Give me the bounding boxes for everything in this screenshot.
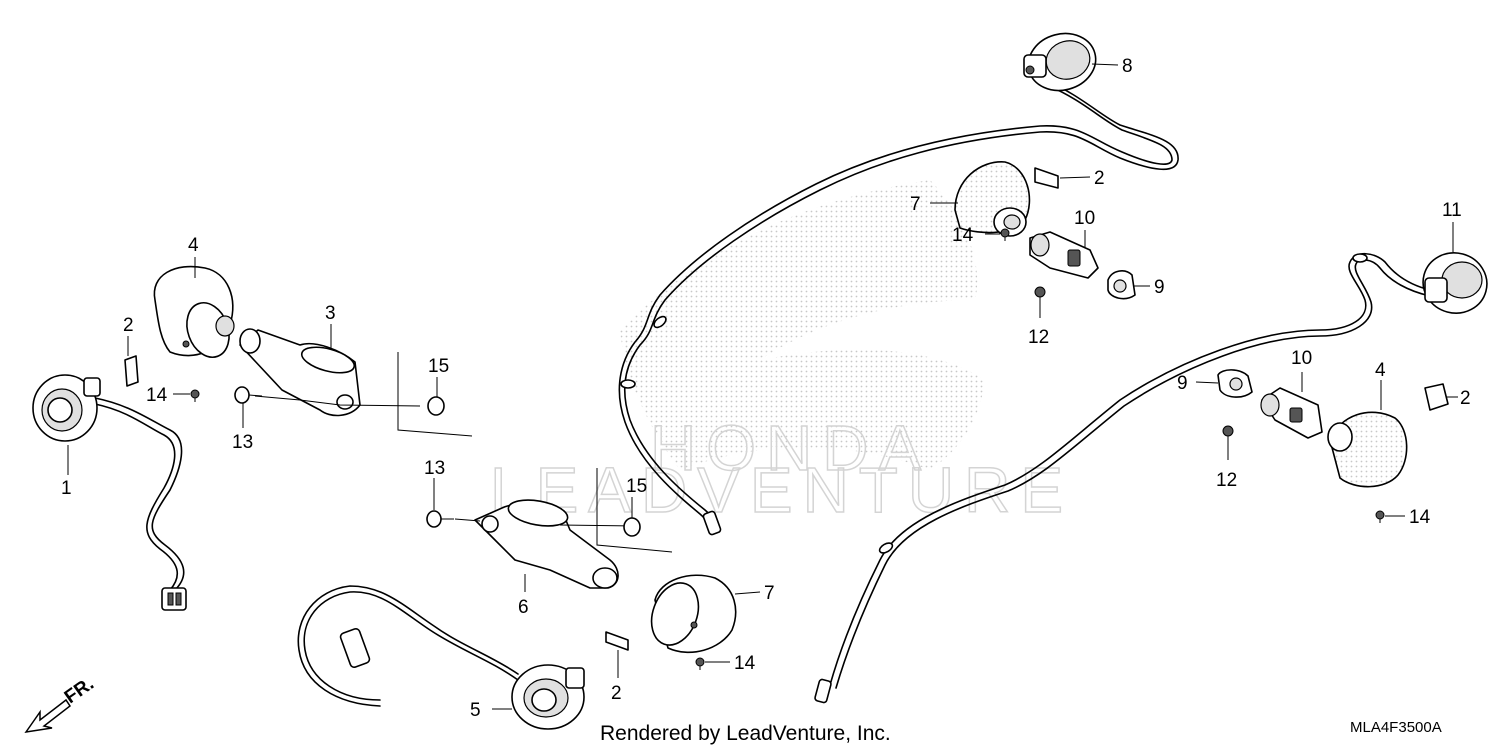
callout-9: 9 bbox=[1177, 373, 1188, 394]
harness-connector bbox=[814, 678, 832, 704]
front-direction-indicator: FR. bbox=[24, 673, 98, 734]
callout-1: 1 bbox=[61, 478, 72, 499]
callout-4: 4 bbox=[1375, 360, 1386, 381]
part-6-mount-stay bbox=[454, 499, 641, 589]
callout-14: 14 bbox=[1409, 507, 1431, 528]
part-7-lens-cap-upper bbox=[954, 161, 1031, 237]
part-10-bulb-socket-right bbox=[1260, 387, 1323, 439]
part-3-mount-stay bbox=[239, 328, 421, 417]
callout-7: 7 bbox=[764, 583, 775, 604]
screw-13 bbox=[234, 386, 263, 404]
harness-clip bbox=[653, 315, 667, 329]
callout-15: 15 bbox=[428, 356, 449, 377]
callout-2: 2 bbox=[1094, 168, 1105, 189]
callout-12: 12 bbox=[1028, 327, 1049, 348]
part-4-lens-cap-left bbox=[153, 265, 235, 358]
screw-15 bbox=[623, 517, 641, 537]
part-2-clip-center bbox=[605, 631, 629, 651]
rendered-by-credit: Rendered by LeadVenture, Inc. bbox=[600, 722, 891, 745]
part-2-clip-right bbox=[1424, 383, 1449, 411]
harness-clip bbox=[878, 542, 894, 554]
leader-lines bbox=[67, 63, 1458, 710]
callout-14: 14 bbox=[146, 385, 168, 406]
callout-2: 2 bbox=[1460, 388, 1471, 409]
callout-10: 10 bbox=[1291, 348, 1312, 369]
center-harness bbox=[618, 79, 1179, 536]
part-9-clip-upper bbox=[1107, 270, 1136, 300]
callout-6: 6 bbox=[518, 597, 529, 618]
screw-14 bbox=[695, 657, 705, 670]
callout-14: 14 bbox=[734, 653, 756, 674]
part-11-socket-housing bbox=[1422, 252, 1488, 314]
part-2-clip-left bbox=[124, 355, 139, 387]
watermark-company: LEADVENTURE bbox=[490, 454, 1073, 526]
callout-11: 11 bbox=[1442, 200, 1462, 221]
callout-8: 8 bbox=[1122, 56, 1133, 77]
right-harness bbox=[814, 252, 1431, 704]
part-7-lens-cap-center bbox=[650, 574, 737, 654]
screw-14 bbox=[1000, 228, 1010, 241]
part-5-socket-harness bbox=[297, 585, 585, 730]
callout-13: 13 bbox=[232, 432, 253, 453]
bracket-lines bbox=[397, 352, 673, 553]
screw-12 bbox=[1034, 286, 1046, 318]
part-2-clip-upper bbox=[1034, 167, 1059, 189]
screw-12 bbox=[1222, 425, 1234, 460]
diagram-code: MLA4F3500A bbox=[1350, 719, 1442, 736]
callout-9: 9 bbox=[1154, 277, 1165, 298]
part-10-bulb-socket-upper bbox=[1029, 231, 1099, 279]
callout-2: 2 bbox=[123, 315, 134, 336]
screw-14 bbox=[1375, 510, 1385, 523]
part-9-clip-right bbox=[1217, 369, 1253, 398]
screw-15 bbox=[427, 396, 445, 416]
harness-connector bbox=[702, 510, 722, 536]
callout-14: 14 bbox=[952, 225, 974, 246]
watermark: HONDA LEADVENTURE bbox=[489, 180, 1073, 527]
screw-14 bbox=[190, 389, 200, 402]
screw-13 bbox=[426, 510, 454, 528]
callout-2: 2 bbox=[611, 683, 622, 704]
part-1-socket-harness bbox=[32, 374, 187, 611]
part-4-lens-cap-right bbox=[1327, 411, 1408, 488]
callout-15: 15 bbox=[626, 476, 647, 497]
callout-12: 12 bbox=[1216, 470, 1237, 491]
part-8-socket-housing bbox=[1023, 32, 1097, 92]
callout-7: 7 bbox=[910, 194, 921, 215]
harness-clip bbox=[1352, 253, 1368, 263]
callout-13: 13 bbox=[424, 458, 445, 479]
callout-3: 3 bbox=[325, 303, 336, 324]
callout-10: 10 bbox=[1074, 208, 1095, 229]
wing-logo-watermark bbox=[620, 180, 985, 470]
callout-5: 5 bbox=[470, 700, 481, 721]
front-arrow-icon bbox=[24, 698, 72, 734]
callouts: 1 2 3 4 14 13 15 13 15 6 7 2 14 5 8 7 2 … bbox=[61, 56, 1471, 721]
screws bbox=[190, 228, 1385, 670]
watermark-brand: HONDA bbox=[650, 412, 931, 484]
callout-4: 4 bbox=[188, 235, 199, 256]
harness-clip bbox=[620, 379, 636, 389]
